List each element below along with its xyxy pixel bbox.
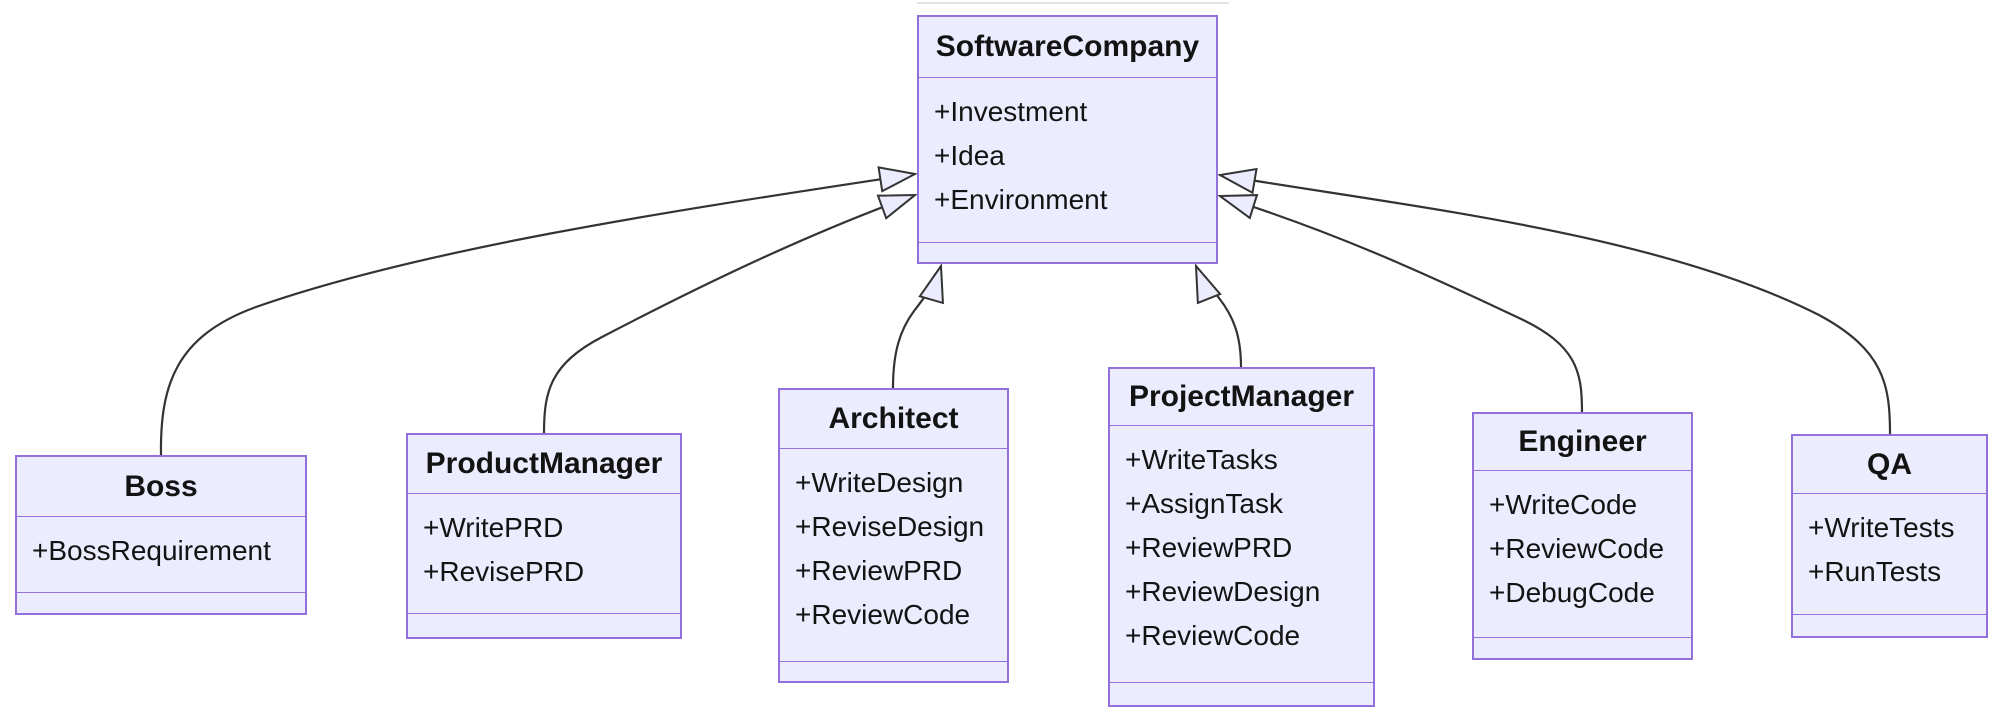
class-attributes: +BossRequirement — [17, 516, 305, 592]
class-box-boss: Boss +BossRequirement — [15, 455, 307, 615]
class-title: ProjectManager — [1128, 380, 1355, 413]
attribute: +WritePRD — [423, 512, 564, 543]
attribute: +WriteDesign — [795, 467, 964, 498]
edge-qa-to-softwarecompany — [1220, 175, 1892, 435]
attribute: +ReviewPRD — [795, 555, 963, 586]
class-attributes: +WritePRD +RevisePRD — [408, 493, 680, 613]
class-methods-empty — [1110, 682, 1373, 705]
attribute: +WriteTests — [1808, 512, 1955, 543]
class-title: Engineer — [1518, 425, 1647, 458]
class-methods-empty — [408, 613, 680, 637]
edge-boss-to-softwarecompany — [159, 174, 915, 456]
attribute: +RevisePRD — [423, 556, 585, 587]
edge-productmanager-to-softwarecompany — [542, 195, 915, 434]
edge-projectmanager-to-softwarecompany — [1196, 266, 1243, 368]
class-methods-empty — [919, 242, 1216, 262]
class-attributes: +WriteDesign +ReviseDesign +ReviewPRD +R… — [780, 448, 1007, 661]
attribute: +ReviewPRD — [1125, 532, 1293, 563]
class-attributes: +WriteTests +RunTests — [1793, 493, 1986, 614]
attribute: +DebugCode — [1489, 577, 1655, 608]
attribute: +ReviewCode — [1125, 620, 1301, 651]
class-box-qa: QA +WriteTests +RunTests — [1791, 434, 1988, 638]
class-title: Boss — [124, 469, 198, 503]
top-edge-artifact — [917, 2, 1229, 4]
class-box-softwarecompany: SoftwareCompany +Investment +Idea +Envir… — [917, 15, 1218, 264]
class-title: ProductManager — [425, 447, 663, 480]
class-attributes: +WriteTasks +AssignTask +ReviewPRD +Revi… — [1110, 425, 1373, 682]
attribute: +ReviseDesign — [795, 511, 985, 542]
attribute: +ReviewDesign — [1125, 576, 1321, 607]
edge-engineer-to-softwarecompany — [1220, 196, 1584, 413]
attribute: +Investment — [934, 96, 1088, 127]
class-methods-empty — [1474, 637, 1691, 658]
attribute: +ReviewCode — [1489, 533, 1665, 564]
attribute: +BossRequirement — [32, 535, 271, 566]
class-box-engineer: Engineer +WriteCode +ReviewCode +DebugCo… — [1472, 412, 1693, 660]
class-title: QA — [1867, 447, 1912, 481]
class-box-architect: Architect +WriteDesign +ReviseDesign +Re… — [778, 388, 1009, 683]
class-box-productmanager: ProductManager +WritePRD +RevisePRD — [406, 433, 682, 639]
attribute: +WriteCode — [1489, 489, 1638, 520]
class-title: Architect — [828, 402, 959, 435]
attribute: +AssignTask — [1125, 488, 1283, 519]
edge-architect-to-softwarecompany — [891, 266, 941, 389]
attribute: +WriteTasks — [1125, 444, 1278, 475]
class-title: SoftwareCompany — [935, 30, 1200, 63]
attribute: +ReviewCode — [795, 599, 971, 630]
class-methods-empty — [1793, 614, 1986, 636]
class-box-projectmanager: ProjectManager +WriteTasks +AssignTask +… — [1108, 367, 1375, 707]
class-attributes: +Investment +Idea +Environment — [919, 77, 1216, 242]
attribute: +Idea — [934, 140, 1005, 171]
attribute: +Environment — [934, 184, 1108, 215]
class-attributes: +WriteCode +ReviewCode +DebugCode — [1474, 470, 1691, 637]
class-methods-empty — [17, 592, 305, 613]
class-methods-empty — [780, 661, 1007, 681]
attribute: +RunTests — [1808, 556, 1942, 587]
